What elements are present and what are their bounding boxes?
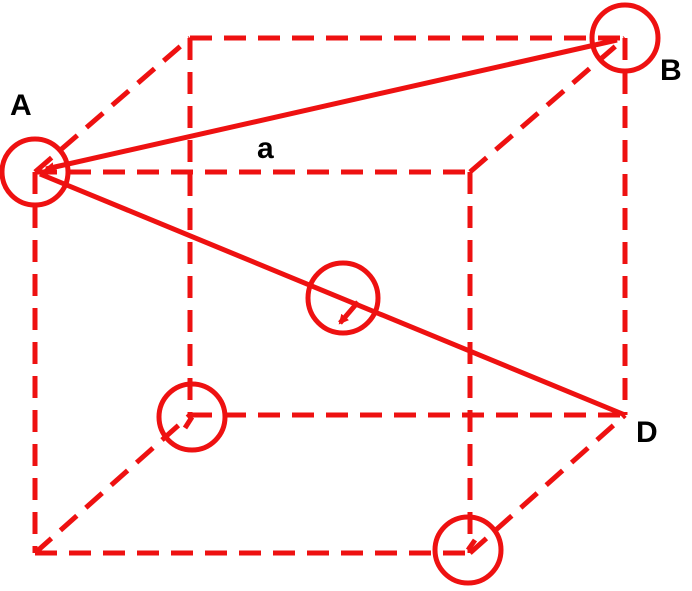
- vector-A-to-D: [39, 171, 626, 418]
- atom-back-bottom-left: [156, 381, 228, 453]
- atom-B: [589, 2, 661, 74]
- label-edge-a: a: [257, 132, 274, 165]
- vectors: [39, 37, 626, 552]
- vector-A-to-B: [44, 37, 618, 173]
- atom-A: [0, 136, 71, 208]
- label-A: A: [10, 89, 32, 122]
- vector-center: [338, 300, 360, 325]
- label-B: B: [660, 54, 682, 87]
- atom-front-bottom-right: [432, 514, 504, 586]
- atom-center: [305, 260, 381, 336]
- vector-corner-b: [465, 538, 478, 552]
- label-D: D: [636, 416, 658, 449]
- vector-corner-a: [182, 415, 195, 430]
- atoms: [0, 2, 661, 586]
